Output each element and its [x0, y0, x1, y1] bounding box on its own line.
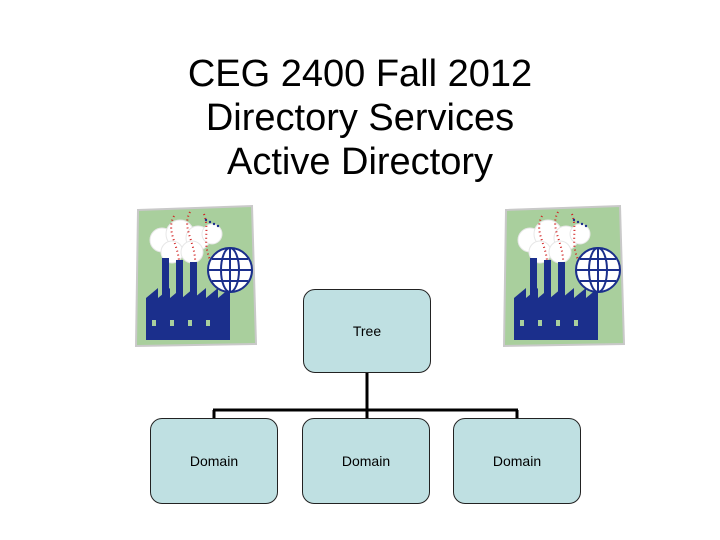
- tree-node-label: Tree: [352, 323, 382, 339]
- domain-node-middle: Domain: [302, 418, 430, 504]
- domain-node-right: Domain: [453, 418, 581, 504]
- domain-node-label: Domain: [492, 453, 542, 469]
- title-line-topic: Directory Services: [205, 97, 515, 139]
- title-line-course: CEG 2400 Fall 2012: [187, 53, 533, 95]
- factory-globe-clipart-right: [502, 204, 626, 348]
- domain-node-label: Domain: [341, 453, 391, 469]
- factory-globe-clipart-left: [134, 204, 258, 348]
- title-line-subtopic: Active Directory: [226, 141, 494, 183]
- slide-title: CEG 2400 Fall 2012 Directory Services Ac…: [0, 52, 720, 184]
- domain-node-label: Domain: [189, 453, 239, 469]
- domain-node-left: Domain: [150, 418, 278, 504]
- tree-node: Tree: [303, 289, 431, 373]
